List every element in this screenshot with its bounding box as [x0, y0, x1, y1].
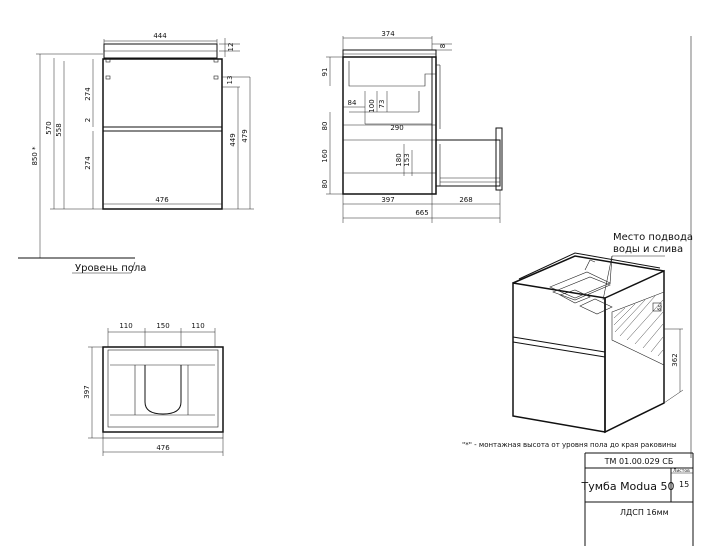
title-block: ТМ 01.00.029 СБ Тумба Modua 50 Листов 15…	[581, 452, 694, 546]
dim-width-bottom: 476	[155, 196, 169, 204]
iso-front-face	[512, 282, 606, 433]
dim-top-thickness: 12	[227, 43, 235, 52]
dim-height-449: 449	[229, 133, 237, 146]
dim-80-lower: 80	[321, 180, 329, 189]
dim-397-plan: 397	[83, 385, 91, 398]
dim-height-850: 850 *	[31, 146, 39, 166]
side-drawer-front	[495, 127, 503, 191]
dim-150: 150	[156, 322, 169, 330]
plan-outline	[102, 346, 224, 433]
dim-362: 362	[671, 353, 679, 366]
dim-160: 160	[321, 149, 329, 162]
dim-drawer-bottom: 274	[84, 156, 92, 170]
side-countertop	[342, 49, 437, 58]
dim-width-top: 444	[153, 32, 167, 40]
iso-side-hatch	[611, 291, 665, 366]
dim-height-558: 558	[55, 123, 63, 136]
dim-268: 268	[459, 196, 472, 204]
sheet-count: 15	[679, 480, 689, 489]
side-view: 374 8 91 80 160 80 84 100 73 290 180 153…	[321, 30, 503, 223]
dim-gap: 2	[84, 118, 92, 122]
dim-depth-374: 374	[381, 30, 395, 38]
callout-line-1: Место подвода	[613, 232, 693, 243]
product-name: Тумба Modua 50	[581, 480, 675, 493]
dim-65: 65	[656, 304, 664, 312]
dim-397-side: 397	[381, 196, 394, 204]
dim-top-8: 8	[439, 44, 447, 48]
floor-level-label: Уровень пола	[75, 263, 146, 274]
sheets-label: Листов	[673, 468, 690, 474]
footnote-text: "*" - монтажная высота от уровня пола до…	[462, 441, 677, 449]
dim-drawer-top: 274	[84, 87, 92, 101]
side-drawer-open	[435, 139, 501, 187]
dim-handle-13: 13	[226, 76, 234, 85]
dim-73: 73	[378, 100, 386, 109]
material-label: ЛДСП 16мм	[620, 508, 669, 517]
dim-476-plan: 476	[156, 444, 170, 452]
front-cabinet-body	[102, 58, 223, 210]
dim-91: 91	[321, 68, 329, 77]
document-code: ТМ 01.00.029 СБ	[604, 457, 674, 466]
dim-180: 180	[395, 153, 403, 166]
isometric-view: 65 362 Место подвода воды и слива	[512, 232, 693, 434]
dim-110-left: 110	[119, 322, 132, 330]
callout-line-2: воды и слива	[613, 244, 683, 255]
dim-110-right: 110	[191, 322, 204, 330]
dim-665: 665	[415, 209, 428, 217]
dim-153: 153	[403, 153, 411, 166]
plan-view: 110 150 110 397 476	[83, 322, 224, 456]
dim-height-479: 479	[241, 129, 249, 142]
plan-siphon-cutout	[144, 365, 182, 415]
dim-80-upper: 80	[321, 122, 329, 131]
dim-84: 84	[348, 99, 357, 107]
dim-100: 100	[368, 99, 376, 112]
dim-290: 290	[390, 124, 403, 132]
dim-height-570: 570	[45, 121, 53, 134]
front-view: 444 12 850 * 570 558 274 2 274 13 449 47…	[18, 32, 254, 274]
